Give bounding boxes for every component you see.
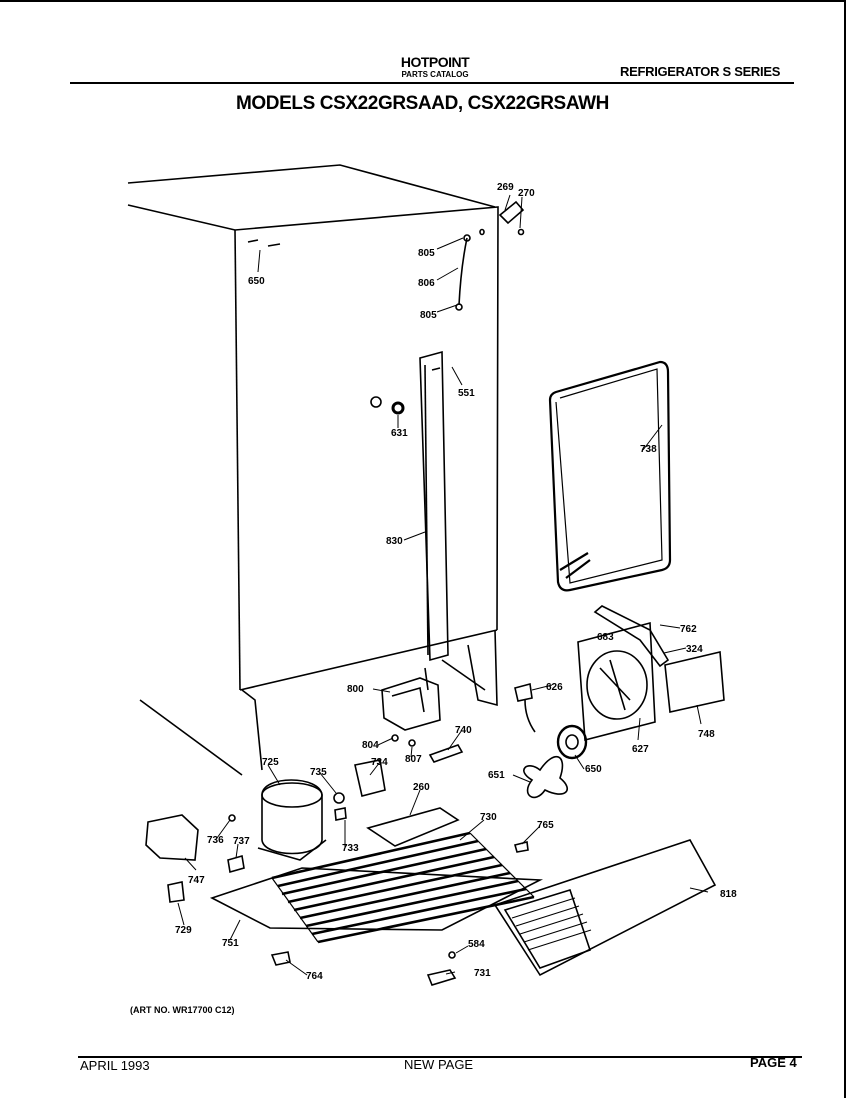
part-764 — [270, 951, 291, 966]
label-731: 731 — [474, 968, 491, 979]
label-734: 734 — [371, 757, 388, 768]
part-740 — [428, 744, 464, 763]
footer-note: NEW PAGE — [404, 1057, 474, 1072]
label-748: 748 — [698, 729, 715, 740]
part-765 — [514, 841, 529, 853]
footer-date: APRIL 1993 — [80, 1058, 150, 1073]
footer-page: PAGE 4 — [750, 1055, 797, 1070]
header-rule — [70, 82, 794, 84]
label-270: 270 — [518, 188, 535, 199]
label-735: 735 — [310, 767, 327, 778]
shield-747 — [145, 814, 199, 861]
part-807 — [408, 739, 416, 747]
condenser-coil-730 — [271, 831, 535, 944]
label-650b: 650 — [585, 764, 602, 775]
catalog-label: PARTS CATALOG — [401, 70, 469, 79]
part-labels: 269 270 805 806 805 650 551 631 738 830 … — [175, 182, 737, 982]
label-751: 751 — [222, 938, 239, 949]
label-584: 584 — [468, 939, 485, 950]
label-631: 631 — [391, 428, 408, 439]
part-269-270 — [498, 200, 525, 236]
part-631 — [391, 401, 405, 415]
bracket-748 — [664, 651, 725, 713]
label-269: 269 — [497, 182, 514, 193]
label-626: 626 — [546, 682, 563, 693]
label-324: 324 — [686, 644, 703, 655]
bracket-734 — [354, 759, 386, 797]
label-737: 737 — [233, 836, 250, 847]
part-735 — [333, 792, 345, 804]
label-765: 765 — [537, 820, 554, 831]
part-737 — [227, 854, 245, 874]
label-740: 740 — [455, 725, 472, 736]
label-807: 807 — [405, 754, 422, 765]
hole — [370, 396, 382, 408]
series-label: REFRIGERATOR S SERIES — [620, 64, 781, 79]
part-626 — [514, 682, 536, 733]
tube-806 — [455, 234, 471, 311]
label-260: 260 — [413, 782, 430, 793]
grille-818 — [493, 839, 717, 977]
part-736 — [228, 814, 236, 822]
compressor-725 — [257, 779, 327, 861]
art-number: (ART NO. WR17700 C12) — [130, 1005, 235, 1015]
drain-pan-260 — [366, 807, 460, 847]
part-729 — [167, 881, 185, 903]
brand-name: HOTPOINT — [400, 54, 470, 70]
part-733 — [334, 807, 347, 821]
label-762: 762 — [680, 624, 697, 635]
leader-lines — [177, 194, 709, 976]
footer-rule — [78, 1056, 802, 1058]
label-830: 830 — [386, 536, 403, 547]
label-800: 800 — [347, 684, 364, 695]
label-683: 683 — [597, 632, 614, 643]
label-818: 818 — [720, 889, 737, 900]
part-731 — [426, 969, 457, 986]
label-627: 627 — [632, 744, 649, 755]
label-805b: 805 — [420, 310, 437, 321]
fan-motor-650 — [556, 724, 588, 760]
label-729: 729 — [175, 925, 192, 936]
label-806: 806 — [418, 278, 435, 289]
label-725: 725 — [262, 757, 279, 768]
label-650: 650 — [248, 276, 265, 287]
label-764: 764 — [306, 971, 323, 982]
label-733: 733 — [342, 843, 359, 854]
label-730: 730 — [480, 812, 497, 823]
label-551: 551 — [458, 388, 475, 399]
label-651: 651 — [488, 770, 505, 781]
label-804: 804 — [362, 740, 379, 751]
part-584 — [448, 951, 456, 959]
fan-blade-651 — [523, 755, 568, 799]
mullion — [419, 350, 449, 662]
fan-shroud-627 — [577, 605, 670, 742]
valve-800 — [381, 667, 441, 731]
label-747: 747 — [188, 875, 205, 886]
label-805a: 805 — [418, 248, 435, 259]
gasket-738 — [548, 360, 672, 592]
cabinet — [127, 164, 499, 776]
label-736: 736 — [207, 835, 224, 846]
models-title: MODELS CSX22GRSAAD, CSX22GRSAWH — [236, 93, 609, 114]
label-738: 738 — [640, 444, 657, 455]
